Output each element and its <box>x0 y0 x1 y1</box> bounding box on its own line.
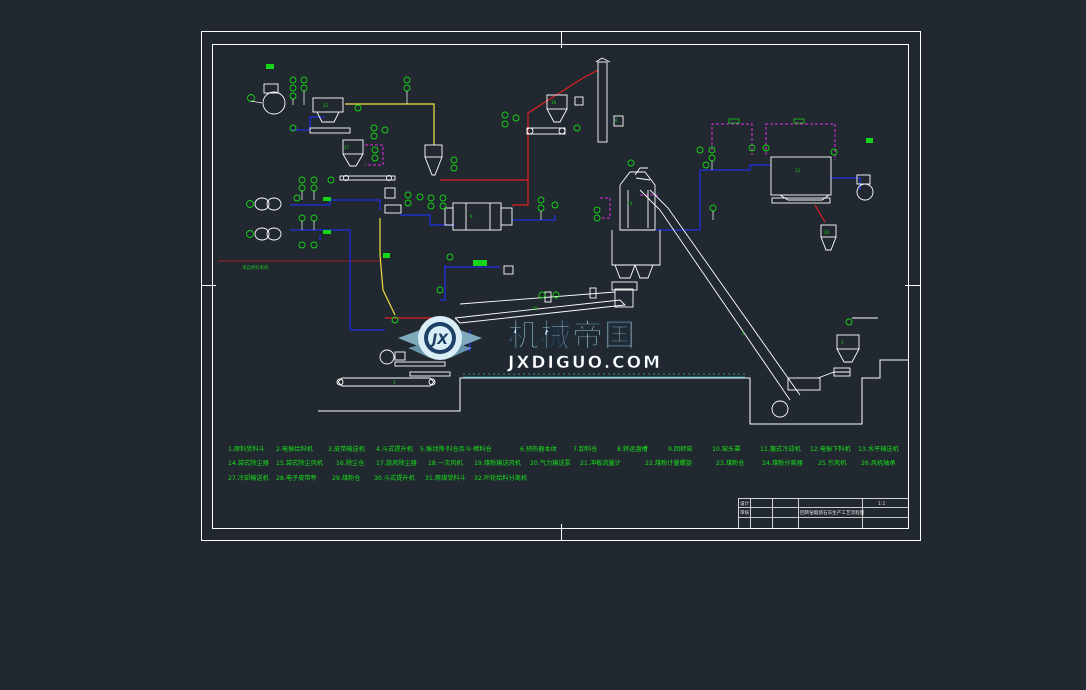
magenta-lines <box>365 123 836 219</box>
legend-item: 17.旋风除尘器 <box>376 459 418 467</box>
equipment <box>254 57 878 418</box>
source-label: 来自原料系统 <box>242 264 269 271</box>
legend-row-3: 27.冷却输送机 28.电子皮带秤 29.煤粉仓 30.斗式提升机 31.原煤受… <box>228 474 528 482</box>
svg-text:22: 22 <box>323 103 329 108</box>
equipment-tags: 22 17 9 16 6 14 13 20 1 3 5 10 <box>323 100 844 385</box>
legend-item: 11.篦式冷却机 <box>760 445 802 453</box>
legend-item: 6.预热器本体 <box>520 445 558 453</box>
title-block-row-label: 设计 <box>740 500 750 507</box>
legend-item: 10.窑头罩 <box>712 445 740 453</box>
legend-item: 27.冷却输送机 <box>228 474 270 482</box>
svg-text:20: 20 <box>824 230 830 235</box>
legend-item: 26.风机轴承 <box>861 459 896 467</box>
legend-item: 20.气力输送泵 <box>530 459 571 467</box>
svg-text:5: 5 <box>742 331 745 336</box>
title-block: 设计 审核 回转窑煅烧石灰生产工艺流程图 1:1 <box>738 498 909 529</box>
legend-item: 31.原煤受料斗 <box>425 474 466 482</box>
legend-row-2: 14.袋式除尘器 15.袋式除尘风机 16.除尘仓 17.旋风除尘器 18.一次… <box>228 459 896 467</box>
site-watermark: JX 机械帝国 JXDIGUO.COM <box>398 316 662 373</box>
legend-item: 1.原料受料斗 <box>228 445 265 453</box>
equipment-legend: 1.原料受料斗 2.电振给料机 3.皮带输送机 4.斗式提升机 5.振动筛·料仓… <box>228 445 900 482</box>
legend-item: 29.煤粉仓 <box>332 474 360 482</box>
title-block-row-label: 审核 <box>740 509 750 516</box>
svg-text:16: 16 <box>551 100 557 105</box>
floor-lines <box>218 260 908 425</box>
legend-item: 9.回转窑 <box>668 445 692 453</box>
instrument-bubbles <box>246 76 853 326</box>
frame-center-marks <box>201 31 921 540</box>
legend-item: 15.袋式除尘风机 <box>276 459 324 467</box>
legend-item: 7.卸料仓 <box>573 445 597 453</box>
logo-text: JX <box>429 332 449 348</box>
green-markers <box>266 64 873 266</box>
legend-item: 14.袋式除尘器 <box>228 459 270 467</box>
legend-item: 3.皮带输送机 <box>328 445 366 453</box>
yellow-lines <box>345 103 435 316</box>
legend-item: 24.煤粉分离器 <box>762 459 804 467</box>
legend-item: 2.电振给料机 <box>276 445 314 453</box>
drawing-title: 回转窑煅烧石灰生产工艺流程图 <box>800 509 865 516</box>
legend-item: 19.煤粉输送风机 <box>474 459 522 467</box>
svg-text:10: 10 <box>532 306 538 311</box>
gear-logo-icon: JX <box>398 316 482 360</box>
legend-item: 13.水平输送机 <box>858 445 900 453</box>
legend-item: 4.斗式提升机 <box>376 445 414 453</box>
legend-item: 25.引风机 <box>818 459 847 467</box>
drawing-scale: 1:1 <box>878 501 885 507</box>
svg-text:6: 6 <box>615 118 618 123</box>
legend-item: 8.转运溜槽 <box>617 445 648 453</box>
svg-text:17: 17 <box>344 145 350 150</box>
instrument-stems <box>250 91 714 230</box>
ground-hatch <box>463 373 745 378</box>
legend-item: 5.振动筛·料仓及斗·棒料仓 <box>420 445 492 453</box>
sheet-inner-frame <box>212 44 909 529</box>
svg-text:3: 3 <box>393 380 396 385</box>
svg-text:13: 13 <box>795 168 801 173</box>
legend-item: 21.冲板流量计 <box>580 459 621 467</box>
legend-item: 23.煤粉仓 <box>716 459 744 467</box>
legend-row-1: 1.原料受料斗 2.电振给料机 3.皮带输送机 4.斗式提升机 5.振动筛·料仓… <box>228 445 900 453</box>
red-lines <box>385 69 826 319</box>
blue-lines <box>290 116 861 351</box>
watermark-main-text: 机械帝国 <box>508 318 636 354</box>
legend-item: 12.电振下料机 <box>810 445 852 453</box>
watermark-sub-text: JXDIGUO.COM <box>507 353 662 373</box>
legend-item: 18.一次风机 <box>428 459 463 467</box>
legend-item: 16.除尘仓 <box>336 459 364 467</box>
legend-item: 32.叶轮给料分离机 <box>474 474 528 482</box>
legend-item: 22.煤粉计量螺旋 <box>645 459 692 467</box>
legend-item: 28.电子皮带秤 <box>276 474 317 482</box>
legend-item: 30.斗式提升机 <box>374 474 416 482</box>
svg-text:9: 9 <box>470 214 473 219</box>
svg-text:14: 14 <box>627 201 633 206</box>
svg-text:1: 1 <box>841 340 844 345</box>
